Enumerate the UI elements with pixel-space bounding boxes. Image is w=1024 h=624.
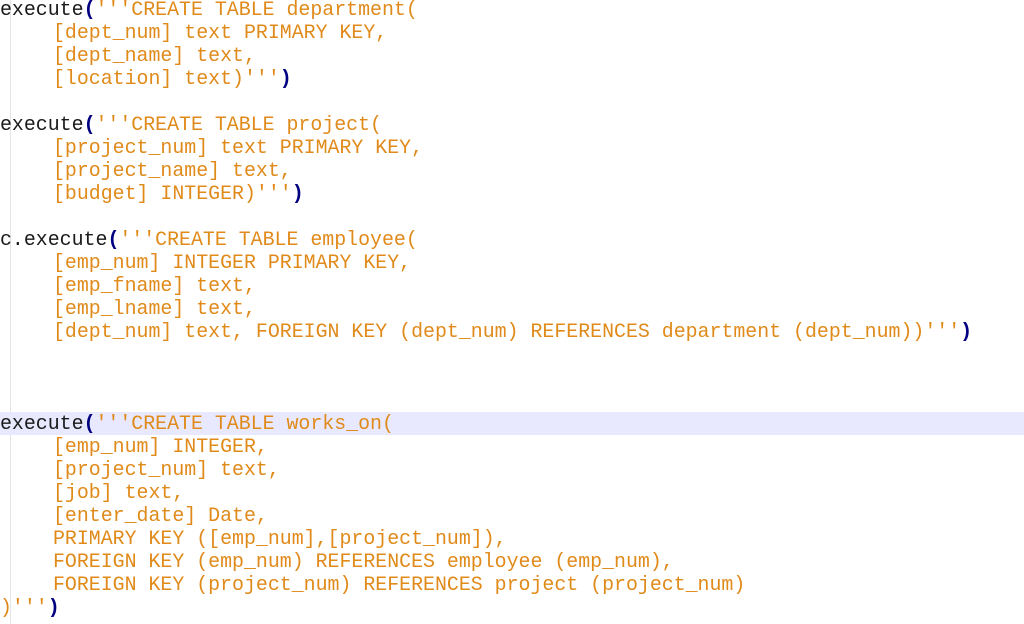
code-line-text: PRIMARY KEY ([emp_num],[project_num]), (53, 527, 507, 550)
code-line[interactable]: [budget] INTEGER)''') (0, 182, 1024, 205)
code-line[interactable]: [dept_name] text, (0, 44, 1024, 67)
code-string: [dept_num] text, FOREIGN KEY (dept_num) … (53, 320, 961, 343)
code-line[interactable] (0, 343, 1024, 366)
code-line[interactable] (0, 205, 1024, 228)
code-line-text: execute('''CREATE TABLE department( (0, 0, 418, 21)
code-identifier: execute (0, 412, 84, 435)
code-line-text: [dept_name] text, (53, 44, 256, 67)
code-line[interactable]: [emp_num] INTEGER PRIMARY KEY, (0, 251, 1024, 274)
code-paren: ( (107, 228, 120, 251)
code-line-text: [location] text)''') (53, 67, 292, 90)
code-line[interactable]: [dept_num] text, FOREIGN KEY (dept_num) … (0, 320, 1024, 343)
code-line-text: [project_num] text PRIMARY KEY, (53, 136, 423, 159)
code-line[interactable]: execute('''CREATE TABLE works_on( (0, 412, 1024, 435)
code-line[interactable]: [job] text, (0, 481, 1024, 504)
code-line-text: [emp_num] INTEGER, (53, 435, 268, 458)
code-line[interactable]: [dept_num] text PRIMARY KEY, (0, 21, 1024, 44)
code-string: [location] text)''' (53, 67, 280, 90)
code-identifier: execute (0, 113, 84, 136)
code-line[interactable] (0, 366, 1024, 389)
code-line-text: [dept_num] text, FOREIGN KEY (dept_num) … (53, 320, 972, 343)
code-line-text: [emp_num] INTEGER PRIMARY KEY, (53, 251, 411, 274)
code-line[interactable]: [project_num] text PRIMARY KEY, (0, 136, 1024, 159)
code-line[interactable]: [project_name] text, (0, 159, 1024, 182)
code-line[interactable]: [emp_num] INTEGER, (0, 435, 1024, 458)
code-line-text: [emp_lname] text, (53, 297, 256, 320)
code-string: [project_num] text PRIMARY KEY, (53, 136, 424, 159)
code-string: [emp_lname] text, (53, 297, 256, 320)
code-string: [project_name] text, (53, 159, 292, 182)
code-string: [dept_name] text, (53, 44, 256, 67)
code-line[interactable]: execute('''CREATE TABLE department( (0, 0, 1024, 21)
code-paren: ( (83, 0, 96, 21)
code-paren: ) (960, 320, 973, 343)
code-line[interactable]: c.execute('''CREATE TABLE employee( (0, 228, 1024, 251)
code-string: )''' (0, 596, 48, 619)
code-line[interactable]: )''') (0, 596, 1024, 619)
code-line[interactable]: PRIMARY KEY ([emp_num],[project_num]), (0, 527, 1024, 550)
code-line[interactable] (0, 389, 1024, 412)
code-line-text: )''') (0, 596, 60, 619)
code-string: PRIMARY KEY ([emp_num],[project_num]), (53, 527, 507, 550)
code-line-text: [project_name] text, (53, 159, 292, 182)
code-line-text: [budget] INTEGER)''') (53, 182, 304, 205)
code-line[interactable]: FOREIGN KEY (emp_num) REFERENCES employe… (0, 550, 1024, 573)
code-string: '''CREATE TABLE department( (95, 0, 418, 21)
code-line[interactable]: execute('''CREATE TABLE project( (0, 113, 1024, 136)
code-line-text: [enter_date] Date, (53, 504, 268, 527)
code-line-text: c.execute('''CREATE TABLE employee( (0, 228, 418, 251)
code-line-text: [emp_fname] text, (53, 274, 256, 297)
code-line[interactable]: [project_num] text, (0, 458, 1024, 481)
code-string: [emp_num] INTEGER PRIMARY KEY, (53, 251, 412, 274)
code-string: FOREIGN KEY (emp_num) REFERENCES employe… (53, 550, 674, 573)
code-identifier: execute (0, 0, 84, 21)
code-string: [project_num] text, (53, 458, 280, 481)
code-paren: ) (47, 596, 60, 619)
code-string: [emp_num] INTEGER, (53, 435, 268, 458)
code-line[interactable]: FOREIGN KEY (project_num) REFERENCES pro… (0, 573, 1024, 596)
code-line[interactable]: [location] text)''') (0, 67, 1024, 90)
code-paren: ) (291, 182, 304, 205)
code-line-text: FOREIGN KEY (project_num) REFERENCES pro… (53, 573, 745, 596)
code-string: [job] text, (53, 481, 185, 504)
code-string: [dept_num] text PRIMARY KEY, (53, 21, 388, 44)
code-line-text: [dept_num] text PRIMARY KEY, (53, 21, 387, 44)
code-string: [emp_fname] text, (53, 274, 256, 297)
code-string: [budget] INTEGER)''' (53, 182, 292, 205)
code-string: '''CREATE TABLE works_on( (95, 412, 394, 435)
code-line-text: execute('''CREATE TABLE project( (0, 113, 382, 136)
code-line-text: [job] text, (53, 481, 184, 504)
code-string: FOREIGN KEY (project_num) REFERENCES pro… (53, 573, 746, 596)
code-line[interactable]: [emp_fname] text, (0, 274, 1024, 297)
indent-guide (10, 0, 11, 624)
code-string: [enter_date] Date, (53, 504, 268, 527)
code-line[interactable]: [emp_lname] text, (0, 297, 1024, 320)
code-string: '''CREATE TABLE project( (95, 113, 382, 136)
code-line-text: execute('''CREATE TABLE works_on( (0, 412, 394, 435)
code-line[interactable] (0, 90, 1024, 113)
code-paren: ( (83, 113, 96, 136)
code-string: '''CREATE TABLE employee( (119, 228, 418, 251)
code-identifier: c.execute (0, 228, 108, 251)
code-paren: ) (279, 67, 292, 90)
code-line-text: [project_num] text, (53, 458, 280, 481)
code-line[interactable]: [enter_date] Date, (0, 504, 1024, 527)
code-line-text: FOREIGN KEY (emp_num) REFERENCES employe… (53, 550, 674, 573)
code-paren: ( (83, 412, 96, 435)
